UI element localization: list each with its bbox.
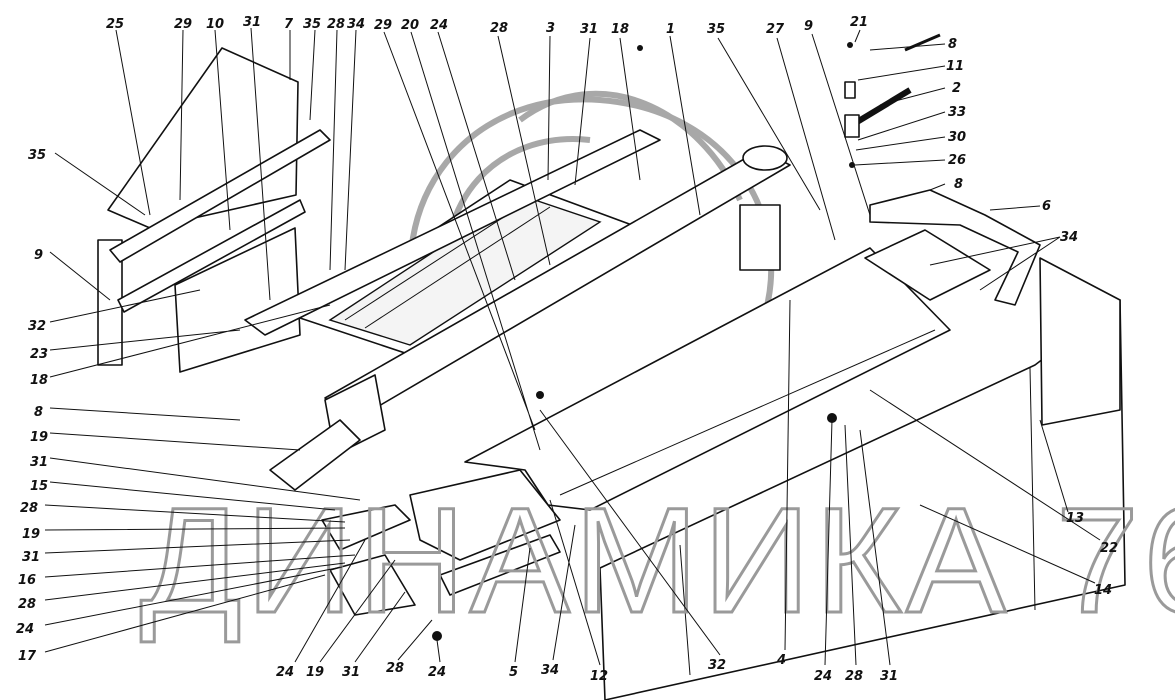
label-16: 16 [18,573,36,588]
watermark-text: ДИНАМИКА 76 [140,476,1175,644]
cross-bar [109,129,331,263]
label-8b: 8 [954,177,963,192]
label-19c: 19 [306,665,324,680]
label-2: 2 [952,81,961,96]
callout-labels: 25 29 10 31 7 35 28 34 29 20 24 28 3 31 … [16,15,1118,684]
label-13: 13 [1066,511,1084,526]
label-28b: 28 [490,21,508,36]
label-26: 26 [948,153,966,168]
label-31f: 31 [880,669,898,684]
label-8: 8 [948,37,957,52]
label-18b: 18 [30,373,48,388]
label-25: 25 [106,17,124,32]
sleeve [844,81,856,99]
label-28: 28 [327,17,345,32]
label-5: 5 [509,665,518,680]
label-9b: 9 [34,248,43,263]
label-9: 9 [804,19,813,34]
curved-shield [869,189,1041,306]
label-32: 32 [28,319,46,334]
label-22: 22 [1100,541,1118,556]
label-24: 24 [430,18,448,33]
link-arm [269,419,361,491]
label-8c: 8 [34,405,43,420]
label-7: 7 [284,17,294,32]
label-31e: 31 [342,665,360,680]
lower-cover-plate [329,554,416,616]
label-19b: 19 [22,527,40,542]
lever-hub [844,114,860,138]
label-33: 33 [948,105,966,120]
label-28f: 28 [845,669,863,684]
leader-lines [44,27,1101,666]
label-24c: 24 [276,665,294,680]
label-14: 14 [1094,583,1112,598]
label-4: 4 [776,653,786,668]
label-18: 18 [611,22,629,37]
label-17: 17 [18,649,37,664]
cross-bar-lower [117,199,306,313]
cover-plate [321,504,411,551]
label-31c: 31 [30,455,48,470]
bottom-plate [409,469,561,561]
label-34c: 34 [541,663,559,678]
label-12: 12 [590,669,608,684]
label-30: 30 [948,130,966,145]
label-10: 10 [206,17,224,32]
floor-plate [464,247,951,511]
label-28d: 28 [18,597,36,612]
label-34b: 34 [1060,230,1078,245]
label-3: 3 [546,21,555,36]
side-skirt [599,299,1126,700]
label-21: 21 [850,15,868,30]
label-35: 35 [303,17,321,32]
label-1: 1 [666,22,675,37]
lever-arm [850,87,912,128]
label-28c: 28 [20,501,38,516]
label-34: 34 [347,17,365,32]
label-19: 19 [30,430,48,445]
label-29: 29 [174,17,192,32]
end-panel [1039,257,1121,426]
label-24b: 24 [16,622,34,637]
label-11: 11 [946,59,964,74]
label-35c: 35 [28,148,46,163]
handle [904,33,941,52]
pivot-head [742,145,788,171]
label-24e: 24 [814,669,832,684]
second-beam [244,129,661,336]
label-32b: 32 [708,658,726,673]
label-35b: 35 [707,22,725,37]
label-6: 6 [1042,199,1051,214]
label-23: 23 [30,347,48,362]
label-31: 31 [243,15,261,30]
label-31b: 31 [580,22,598,37]
label-29b: 29 [374,18,392,33]
vertical-support [739,204,781,271]
label-31d: 31 [22,550,40,565]
bracket-plate [864,229,991,301]
label-20: 20 [401,18,419,33]
mount-panel [174,227,301,373]
label-27: 27 [766,22,785,37]
label-28e: 28 [386,661,404,676]
label-24d: 24 [428,665,446,680]
label-15: 15 [30,479,48,494]
